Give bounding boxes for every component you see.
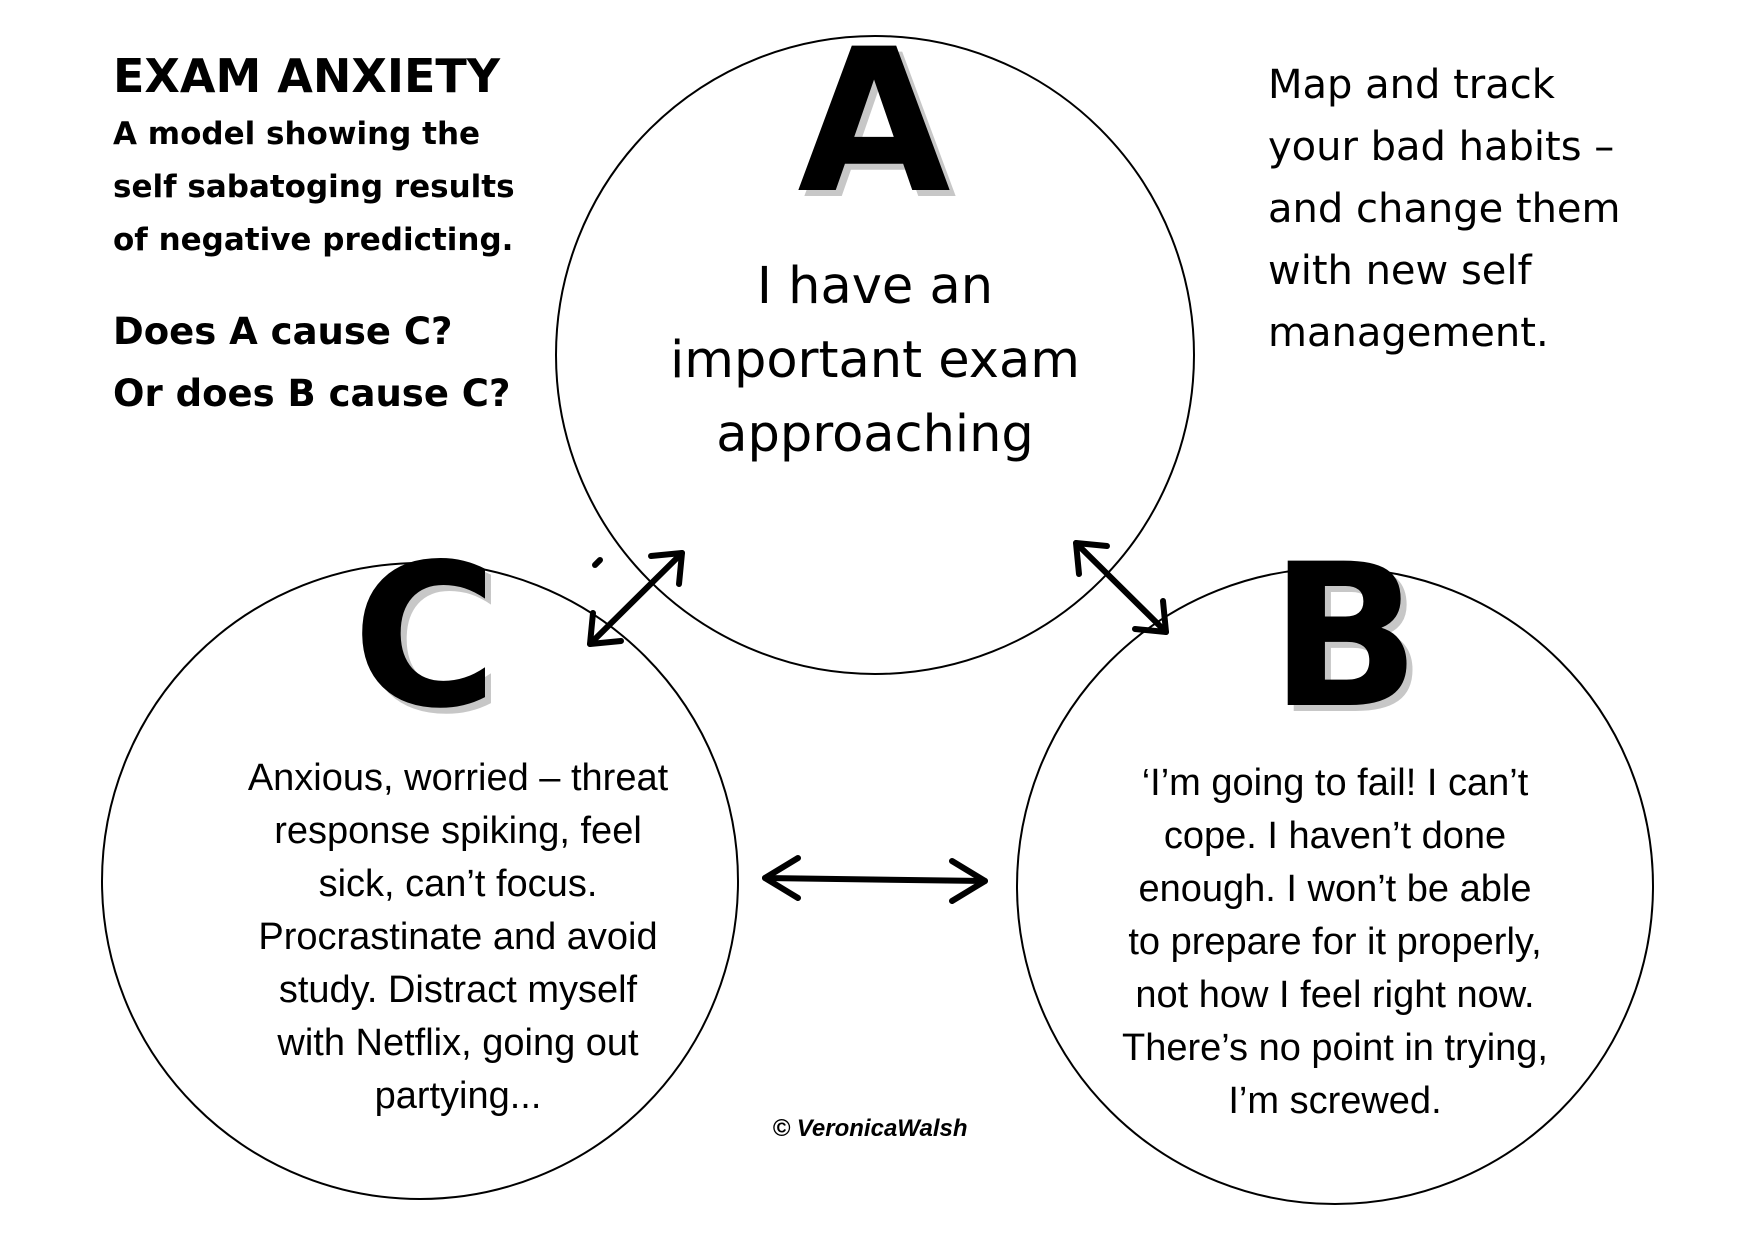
node-c-line: sick, can’t focus. (318, 863, 598, 905)
letter-c-shadow: C (358, 527, 503, 758)
node-a-line: important exam (670, 331, 1080, 390)
node-b-line: I’m screwed. (1228, 1080, 1442, 1122)
node-b-line: There’s no point in trying, (1122, 1027, 1548, 1069)
node-b-line: not how I feel right now. (1135, 974, 1535, 1016)
copyright-notice: © VeronicaWalsh (772, 1115, 968, 1142)
circle-a (555, 35, 1195, 675)
letter-a: A (797, 6, 950, 237)
node-c-line: Anxious, worried – threat (247, 757, 669, 799)
subtitle-line: A model showing the (113, 116, 481, 152)
node-c-line: Procrastinate and avoid (258, 916, 658, 958)
letter-a-shadow: A (803, 12, 956, 243)
subtitle: A model showing the self sabatoging resu… (113, 108, 563, 267)
side-note-line: and change them (1268, 186, 1621, 232)
node-b-line: ‘I’m going to fail! I can’t (1141, 762, 1529, 804)
side-note-line: Map and track (1268, 62, 1555, 108)
question-line: Does A cause C? (113, 310, 453, 353)
node-b-line: to prepare for it properly, (1128, 921, 1542, 963)
circle-b (1016, 567, 1654, 1205)
letter-b-shadow: B (1276, 527, 1427, 758)
node-b-text: ‘I’m going to fail! I can’t cope. I have… (1065, 757, 1605, 1128)
subtitle-line: self sabatoging results (113, 169, 515, 205)
subtitle-line: of negative predicting. (113, 222, 514, 258)
side-note-line: with new self (1268, 248, 1532, 294)
questions: Does A cause C? Or does B cause C? (113, 301, 563, 425)
node-a-line: approaching (716, 405, 1034, 464)
letter-b: B (1270, 521, 1421, 752)
side-note-line: management. (1268, 310, 1549, 356)
node-a-line: I have an (756, 257, 994, 316)
node-c-line: response spiking, feel (274, 810, 642, 852)
arrow-c-b (762, 855, 988, 904)
node-a-text: I have an important exam approaching (620, 250, 1130, 472)
node-c-text: Anxious, worried – threat response spiki… (178, 752, 738, 1123)
node-c-line: partying... (374, 1075, 542, 1117)
node-c-line: study. Distract myself (278, 969, 638, 1011)
letter-c: C (352, 521, 497, 752)
node-b-line: cope. I haven’t done (1163, 815, 1507, 857)
arrow-a-b (1073, 540, 1169, 635)
node-c-line: with Netflix, going out (277, 1022, 639, 1064)
node-b-line: enough. I won’t be able (1138, 868, 1532, 910)
heading-block: EXAM ANXIETY A model showing the self sa… (113, 46, 563, 425)
side-note: Map and track your bad habits – and chan… (1268, 54, 1738, 364)
arrow-a-c (587, 550, 685, 647)
circle-c (101, 562, 739, 1200)
side-note-line: your bad habits – (1268, 124, 1615, 170)
page-title: EXAM ANXIETY (113, 49, 501, 103)
question-line: Or does B cause C? (113, 372, 511, 415)
